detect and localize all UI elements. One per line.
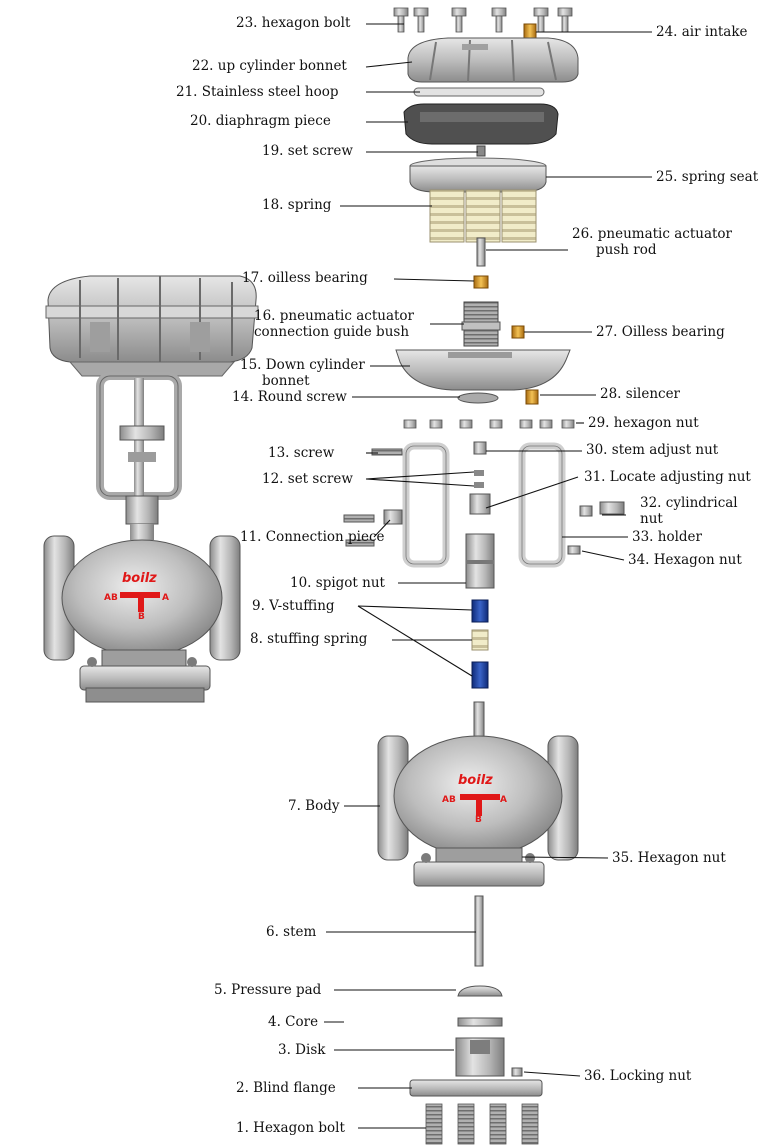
label-21-stainless-steel-hoop: 21. Stainless steel hoop	[176, 84, 339, 100]
label-32-cylindrical: 32. cylindrical	[640, 495, 738, 511]
logo-text: boilz	[122, 571, 157, 586]
label-29-hexagon-nut: 29. hexagon nut	[588, 415, 699, 431]
label-6-stem: 6. stem	[266, 924, 317, 940]
label-8-stuffing-spring: 8. stuffing spring	[250, 631, 368, 647]
label-11-connection-piece: 11. Connection piece	[240, 529, 385, 545]
label-15-down-cylinder: 15. Down cylinder	[240, 357, 365, 373]
label-25-spring-seat: 25. spring seat	[656, 169, 759, 185]
exploded-parts: boilz AB A B	[343, 7, 625, 1145]
label-14-round-screw: 14. Round screw	[232, 389, 347, 405]
port-b-label-exploded: B	[475, 815, 482, 825]
label-32-nut: nut	[640, 511, 663, 527]
label-16-connection-guide-bush: connection guide bush	[254, 324, 410, 340]
label-12-set-screw: 12. set screw	[262, 471, 353, 487]
label-17-oilless-bearing: 17. oilless bearing	[242, 270, 368, 286]
label-5-pressure-pad: 5. Pressure pad	[214, 982, 322, 998]
label-33-holder: 33. holder	[632, 529, 702, 545]
port-a-label-exploded: A	[500, 795, 507, 805]
label-2-blind-flange: 2. Blind flange	[236, 1080, 336, 1096]
label-26-pneumatic-actuator: 26. pneumatic actuator	[572, 226, 733, 242]
label-31-locate-adjusting-nut: 31. Locate adjusting nut	[584, 469, 751, 485]
label-34-hexagon-nut: 34. Hexagon nut	[628, 552, 742, 568]
logo-text-exploded: boilz	[458, 773, 493, 788]
port-ab-label-exploded: AB	[442, 795, 456, 805]
label-26-push-rod: push rod	[596, 242, 657, 258]
port-a-label: A	[162, 593, 169, 603]
label-4-core: 4. Core	[268, 1014, 319, 1030]
label-10-spigot-nut: 10. spigot nut	[290, 575, 385, 591]
label-7-body: 7. Body	[288, 798, 340, 814]
label-24-air-intake: 24. air intake	[656, 24, 748, 40]
label-1-hexagon-bolt: 1. Hexagon bolt	[236, 1120, 345, 1136]
label-30-stem-adjust-nut: 30. stem adjust nut	[586, 442, 719, 458]
label-22-up-cylinder-bonnet: 22. up cylinder bonnet	[192, 58, 347, 74]
label-18-spring: 18. spring	[262, 197, 332, 213]
label-3-disk: 3. Disk	[278, 1042, 326, 1058]
label-28-silencer: 28. silencer	[600, 386, 681, 402]
port-ab-label: AB	[104, 593, 118, 603]
label-27-oilless-bearing: 27. Oilless bearing	[596, 324, 725, 340]
port-b-label: B	[138, 612, 145, 622]
label-36-locking-nut: 36. Locking nut	[584, 1068, 692, 1084]
label-19-set-screw: 19. set screw	[262, 143, 353, 159]
label-15-bonnet: bonnet	[262, 373, 310, 389]
label-13-screw: 13. screw	[268, 445, 335, 461]
label-20-diaphragm-piece: 20. diaphragm piece	[190, 113, 331, 129]
assembled-valve: boilz AB A B	[43, 275, 259, 703]
label-23-hexagon-bolt: 23. hexagon bolt	[236, 15, 351, 31]
label-35-hexagon-nut: 35. Hexagon nut	[612, 850, 726, 866]
label-16-pneumatic-actuator: 16. pneumatic actuator	[254, 308, 415, 324]
label-9-v-stuffing: 9. V-stuffing	[252, 598, 335, 614]
leader-lines	[324, 23, 652, 1129]
